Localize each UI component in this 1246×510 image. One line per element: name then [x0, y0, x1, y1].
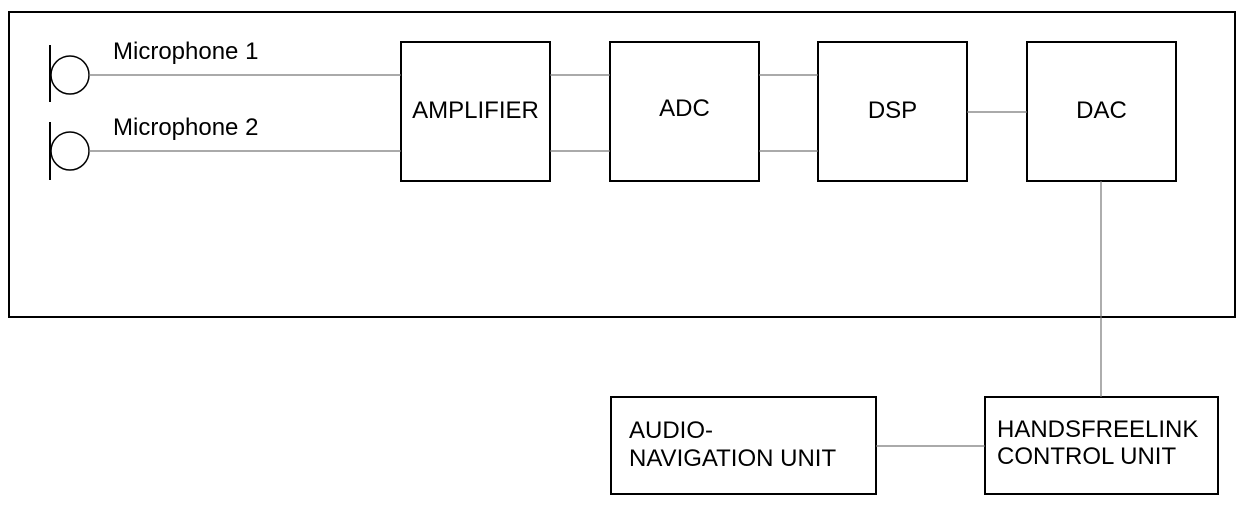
amplifier-block: [400, 41, 551, 182]
adc-label: ADC: [659, 95, 710, 122]
amplifier-label: AMPLIFIER: [412, 97, 539, 124]
audio-navigation-unit-label-line1: AUDIO-: [629, 417, 713, 444]
adc-block: [609, 41, 760, 182]
microphone-2-capsule: [50, 131, 90, 171]
microphone-1-capsule: [50, 55, 90, 95]
dac-label: DAC: [1076, 97, 1127, 124]
audio-navigation-unit-label-line2: NAVIGATION UNIT: [629, 445, 837, 472]
microphone-2-label: Microphone 2: [113, 114, 259, 141]
handsfreelink-label-line2: CONTROL UNIT: [997, 443, 1177, 470]
microphone-1-label: Microphone 1: [113, 38, 259, 65]
dsp-label: DSP: [867, 97, 918, 124]
enclosure-frame: [8, 11, 1236, 318]
handsfreelink-label-line1: HANDSFREELINK: [997, 416, 1199, 443]
